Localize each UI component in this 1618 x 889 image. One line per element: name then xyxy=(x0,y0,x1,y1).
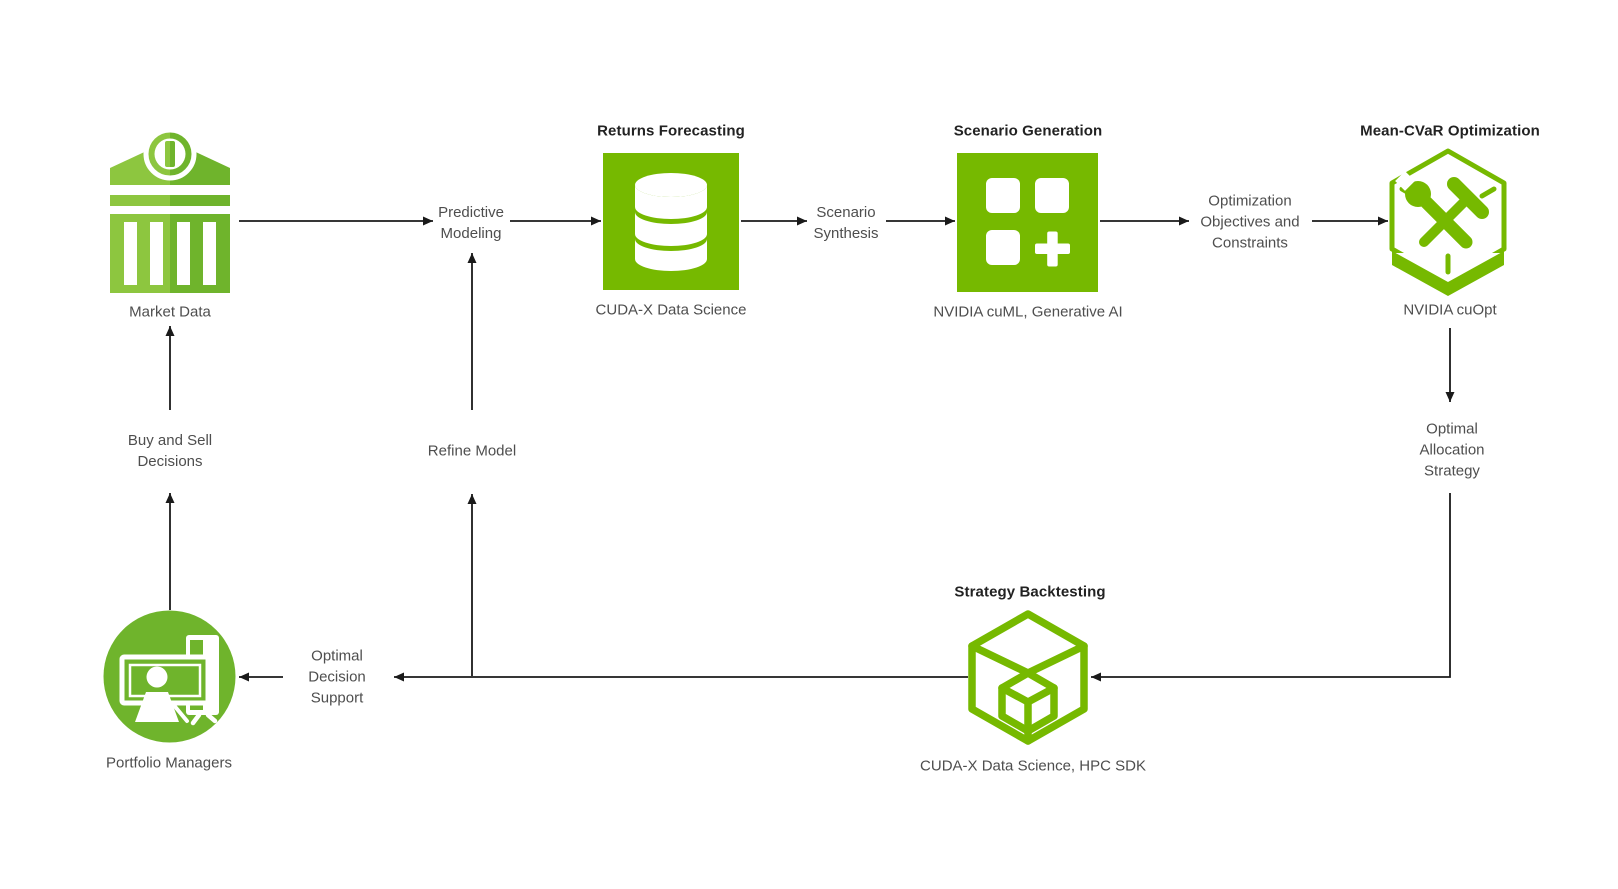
buy-and-sell-label: Buy and Sell Decisions xyxy=(127,432,213,470)
strategy-backtesting-title: Strategy Backtesting xyxy=(954,583,1106,601)
returns-forecasting-title: Returns Forecasting xyxy=(597,122,745,140)
scenario-generation-title: Scenario Generation xyxy=(953,122,1103,140)
cube-icon xyxy=(968,610,1088,745)
arrow-allocation-to-backtesting xyxy=(1091,493,1451,682)
optimization-objectives-label: Optimization Objectives and Constraints xyxy=(1200,192,1300,252)
mean-cvar-label: NVIDIA cuOpt xyxy=(1403,301,1497,319)
grid-plus-icon xyxy=(986,178,1070,267)
refine-model-label: Refine Model xyxy=(427,442,517,460)
mean-cvar-title: Mean-CVaR Optimization xyxy=(1360,122,1540,140)
scenario-synthesis-label: Scenario Synthesis xyxy=(813,204,879,242)
returns-forecasting-label: CUDA-X Data Science xyxy=(595,301,747,319)
returns-forecasting-tile xyxy=(603,153,739,290)
strategy-backtesting-label: CUDA-X Data Science, HPC SDK xyxy=(920,757,1146,775)
bank-icon xyxy=(110,128,230,293)
portfolio-managers-label: Portfolio Managers xyxy=(106,754,232,772)
wrench-hammer-glyph xyxy=(1395,171,1489,249)
presenter-icon xyxy=(103,610,236,743)
optimal-decision-label: Optimal Decision Support xyxy=(308,647,366,707)
database-icon xyxy=(635,173,707,271)
scenario-generation-tile xyxy=(957,153,1098,292)
tools-hexagon-icon xyxy=(1388,148,1508,298)
predictive-modeling-label: Predictive Modeling xyxy=(438,204,504,242)
optimal-allocation-label: Optimal Allocation Strategy xyxy=(1419,420,1485,480)
scenario-generation-label: NVIDIA cuML, Generative AI xyxy=(933,303,1123,321)
market-data-label: Market Data xyxy=(129,303,211,321)
